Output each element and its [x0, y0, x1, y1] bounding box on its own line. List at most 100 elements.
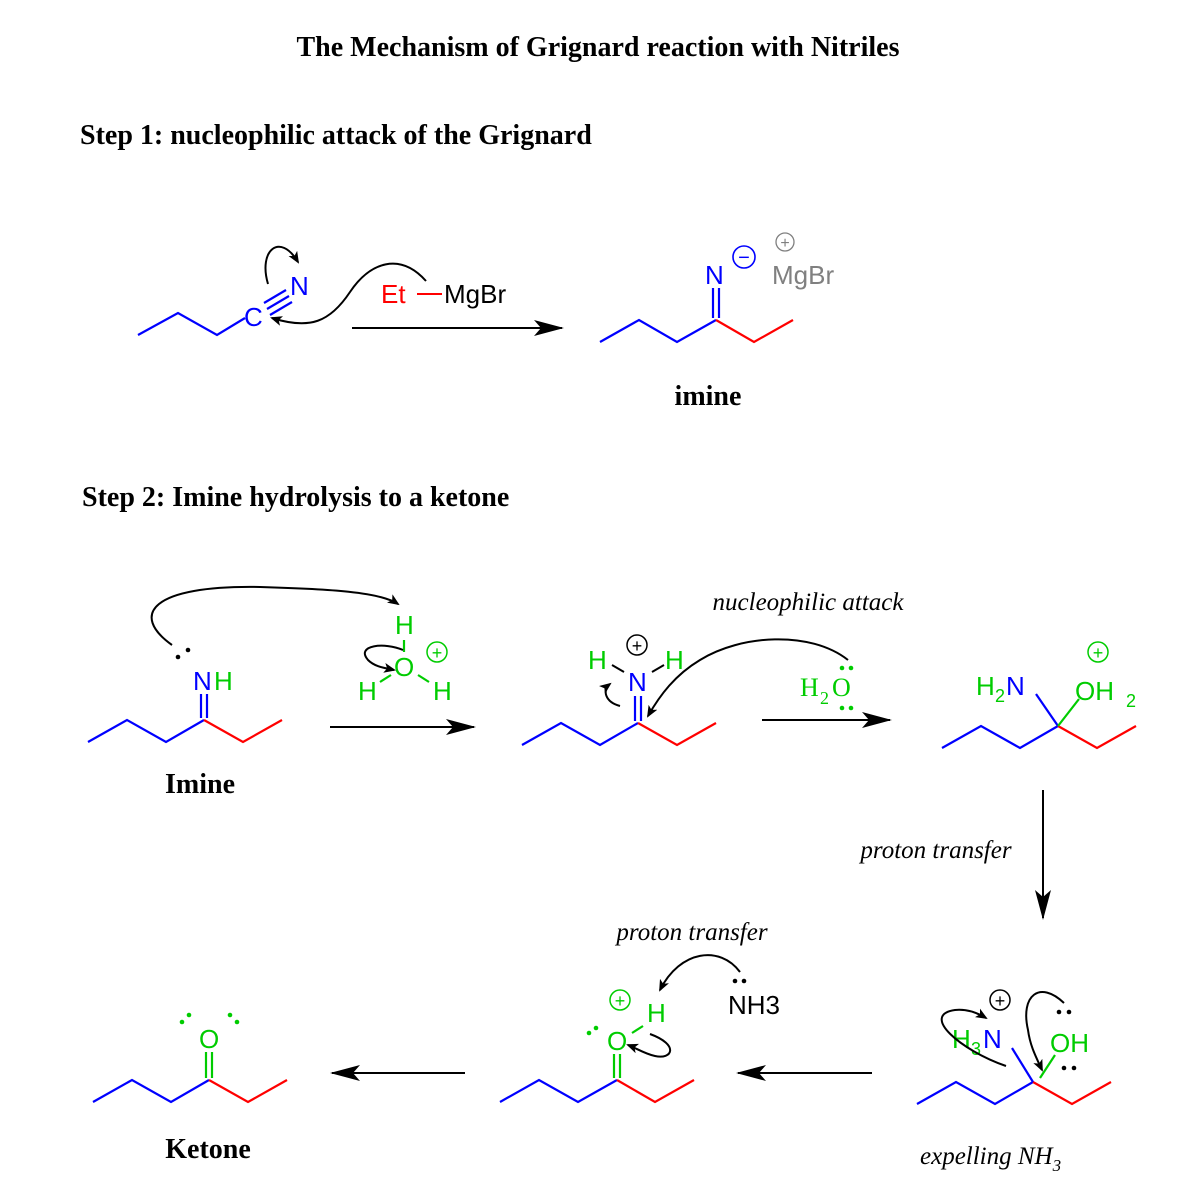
curly-arrow-et-to-c [270, 262, 427, 326]
counterion-mgbr: MgBr [772, 260, 834, 290]
triple-bond-2 [266, 295, 290, 310]
iminium-charge: + [632, 636, 643, 656]
negative-charge-sign: − [738, 247, 750, 269]
expelling-label: expelling NH3 [920, 1143, 1061, 1175]
expel-oh: OH [1050, 1028, 1089, 1058]
tetra-amine-h: H [976, 671, 995, 701]
tetrahedral-intermediate: H 2 N OH 2 + [941, 641, 1137, 750]
imine-salt-product: N − + MgBr [599, 232, 834, 344]
ketone-o: O [199, 1024, 219, 1054]
negative-charge-icon [732, 245, 756, 269]
tetra-oh-sub: 2 [1126, 691, 1136, 711]
ketone-chain-red [208, 1079, 288, 1104]
expel-cn-bond [1011, 1047, 1034, 1083]
lone-pair-dot [179, 1019, 185, 1025]
curly-arrow-pi-to-n [264, 245, 300, 285]
product-chain-blue [599, 318, 717, 344]
curly-arrow-nh3-to-h [659, 954, 741, 992]
tetra-chain-red [1057, 725, 1137, 750]
oh-bond-left [379, 674, 392, 683]
curly-arrow-pi-to-n-step2 [599, 682, 621, 707]
page-title: The Mechanism of Grignard reaction with … [297, 32, 900, 63]
nitrile-molecule: C N [137, 271, 309, 337]
nitrile-chain-bonds [137, 311, 246, 337]
pk-chain-blue [499, 1078, 618, 1104]
iminium-chain-red [637, 722, 717, 747]
iminium-ion: N H H + [521, 634, 717, 747]
tetra-amine-sub: 2 [995, 686, 1005, 706]
step2-heading: Step 2: Imine hydrolysis to a ketone [82, 482, 509, 513]
ketone-chain-blue [92, 1078, 210, 1104]
curly-arrow-oh-to-o [364, 644, 404, 673]
grignard-reagent: Et MgBr [381, 279, 506, 309]
pk-o: O [607, 1026, 627, 1056]
lone-pair-dot [1066, 1009, 1072, 1015]
imine-chain-red [203, 719, 283, 744]
iminium-h-left: H [588, 645, 607, 675]
curly-arrow-n-to-h [150, 585, 400, 646]
nitrile-carbon: C [244, 302, 263, 332]
iminium-chain-blue [521, 721, 639, 747]
imine-h: H [214, 666, 233, 696]
tetra-cn-bond [1035, 693, 1059, 727]
lone-pair-dot [586, 1030, 592, 1036]
positive-charge-icon [775, 232, 795, 252]
annotation-proton-transfer-1: proton transfer [858, 837, 1011, 864]
lone-pair-dot [1061, 1065, 1067, 1071]
oh-bond-right [417, 674, 430, 683]
iminium-n: N [628, 667, 647, 697]
product-nitrogen: N [705, 260, 724, 290]
triple-bond-1 [263, 289, 287, 304]
lone-pair-dot [732, 978, 738, 984]
expelling-label-main: expelling NH [920, 1143, 1055, 1170]
pk-chain-red [616, 1079, 695, 1104]
tetra-amine-n: N [1006, 671, 1025, 701]
tetra-chain-blue [941, 724, 1059, 750]
hydronium-ion: H O H H + [358, 610, 452, 706]
iminium-h-right: H [665, 645, 684, 675]
hydronium-h-top: H [395, 610, 414, 640]
positive-charge-sign: + [780, 235, 789, 252]
pk-charge-icon [609, 989, 631, 1011]
pk-oh-bond [631, 1025, 644, 1034]
annotation-proton-transfer-2: proton transfer [614, 919, 767, 946]
nh-bond-right [651, 664, 665, 673]
tetra-oh: OH [1075, 676, 1114, 706]
expel-co-bond [1039, 1054, 1056, 1079]
step1-heading: Step 1: nucleophilic attack of the Grign… [80, 120, 592, 151]
hydronium-charge-icon [426, 641, 448, 663]
lone-pair-dot [186, 1012, 192, 1018]
imine-label-step2: Imine [165, 769, 235, 800]
product-chain-red [715, 319, 794, 344]
expel-charge: + [995, 991, 1006, 1011]
tetra-charge-icon [1087, 641, 1109, 663]
expel-chain-red [1032, 1081, 1112, 1106]
pk-charge: + [615, 991, 626, 1011]
lone-pair-dot [1056, 1009, 1062, 1015]
lone-pair-dot [839, 705, 845, 711]
triple-bond-3 [269, 301, 293, 316]
curly-arrow-oh-to-o-2 [626, 1033, 672, 1058]
water-subscript: 2 [820, 688, 829, 708]
water-h: H [800, 673, 819, 702]
imine-chain-blue [87, 718, 205, 744]
water-molecule: H 2 O [800, 665, 854, 711]
tetra-charge: + [1093, 643, 1104, 663]
lone-pair-dot [185, 647, 191, 653]
lone-pair-dot [839, 665, 845, 671]
annotation-nucleophilic-attack: nucleophilic attack [713, 589, 905, 616]
tetra-co-bond [1057, 698, 1080, 727]
lone-pair-dot [593, 1025, 599, 1031]
reagent-metal: MgBr [444, 279, 506, 309]
expelling-intermediate: H 3 N OH + [916, 989, 1112, 1106]
hydronium-charge: + [432, 643, 443, 663]
hydronium-h-right: H [433, 676, 452, 706]
curly-arrow-cn-to-n [940, 1008, 1007, 1067]
ammonia: NH3 [728, 990, 780, 1020]
nh-bond-left [611, 664, 625, 673]
expel-n: N [983, 1024, 1002, 1054]
expel-chain-blue [916, 1080, 1034, 1106]
iminium-charge-icon [626, 634, 648, 656]
hydronium-h-left: H [358, 676, 377, 706]
lone-pair-dot [234, 1019, 240, 1025]
